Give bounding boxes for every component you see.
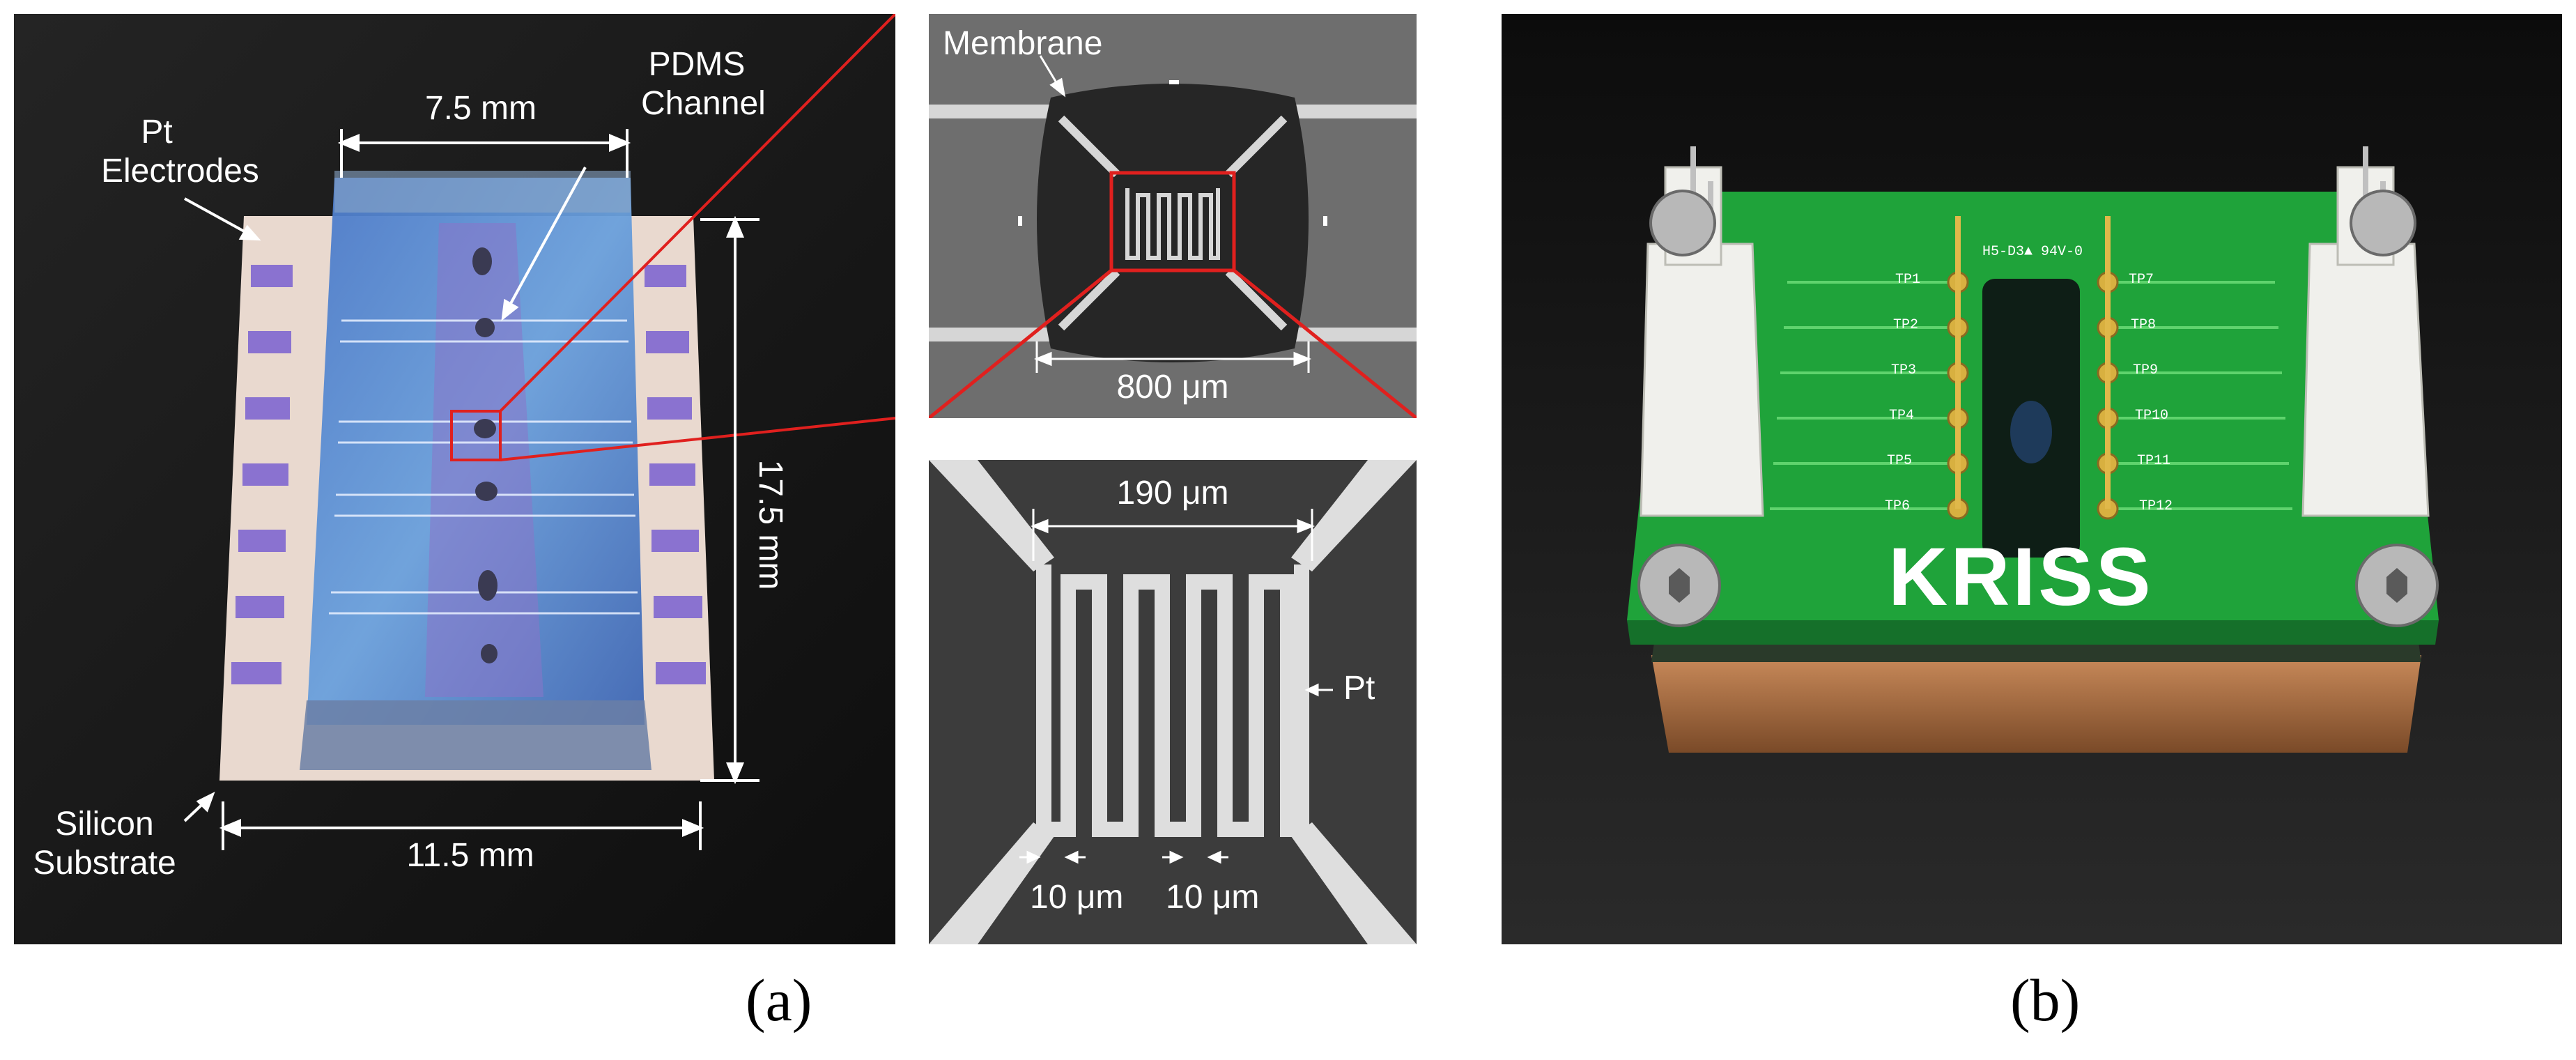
dim-width-bottom: 11.5 mm bbox=[406, 837, 534, 874]
pcb-marking: H5-D3▲ 94V-0 bbox=[1982, 244, 2083, 260]
dim-gap-right: 10 μm bbox=[1166, 879, 1260, 916]
dim-length: 17.5 mm bbox=[752, 459, 789, 590]
electrode-pads-right bbox=[645, 265, 706, 684]
tp-label: TP8 bbox=[2131, 317, 2157, 333]
zoom-box bbox=[450, 410, 502, 461]
heater-drawing bbox=[929, 460, 1417, 944]
label-membrane: Membrane bbox=[943, 25, 1103, 62]
label-pt: Pt bbox=[1343, 670, 1375, 707]
tp-label: TP3 bbox=[1891, 362, 1917, 378]
tp-label: TP2 bbox=[1893, 317, 1919, 333]
membrane-view: Membrane 800 μm bbox=[929, 14, 1417, 418]
tp-label: TP5 bbox=[1887, 453, 1913, 469]
pcb-photo: H5-D3▲ 94V-0 TP1 TP2 TP3 TP4 TP5 TP6 TP7… bbox=[1502, 14, 2562, 944]
heater-zoom-box bbox=[1109, 171, 1236, 272]
label-pdms-channel: PDMS Channel bbox=[641, 46, 766, 122]
label-pt-electrodes: Pt Electrodes bbox=[101, 114, 259, 190]
caption-a: (a) bbox=[746, 967, 812, 1034]
tp-label: TP9 bbox=[2133, 362, 2159, 378]
dim-width-top: 7.5 mm bbox=[424, 90, 537, 127]
tp-label: TP4 bbox=[1889, 408, 1915, 424]
tp-label: TP10 bbox=[2135, 408, 2169, 424]
heater-view: 190 μm Pt 10 μm 10 μm bbox=[929, 460, 1417, 944]
kriss-logo: KRISS bbox=[1888, 531, 2154, 623]
tp-label: TP1 bbox=[1895, 272, 1921, 288]
tp-label: TP11 bbox=[2137, 453, 2171, 469]
caption-b: (b) bbox=[2010, 967, 2081, 1034]
electrode-pads-left bbox=[231, 265, 293, 684]
pcb-drawing bbox=[1502, 14, 2562, 944]
dim-heater: 190 μm bbox=[1116, 475, 1229, 512]
copper-base bbox=[1651, 655, 2421, 753]
tp-label: TP12 bbox=[2139, 498, 2173, 514]
tp-label: TP6 bbox=[1885, 498, 1911, 514]
chip-photo-drawing bbox=[14, 14, 895, 944]
membrane-drawing bbox=[929, 14, 1417, 418]
dim-membrane: 800 μm bbox=[1116, 369, 1229, 406]
dim-gap-left: 10 μm bbox=[1030, 879, 1124, 916]
tp-label: TP7 bbox=[2129, 272, 2154, 288]
label-silicon-substrate: Silicon Substrate bbox=[33, 806, 176, 882]
chip-photo: Pt Electrodes PDMS Channel Silicon Subst… bbox=[14, 14, 895, 944]
